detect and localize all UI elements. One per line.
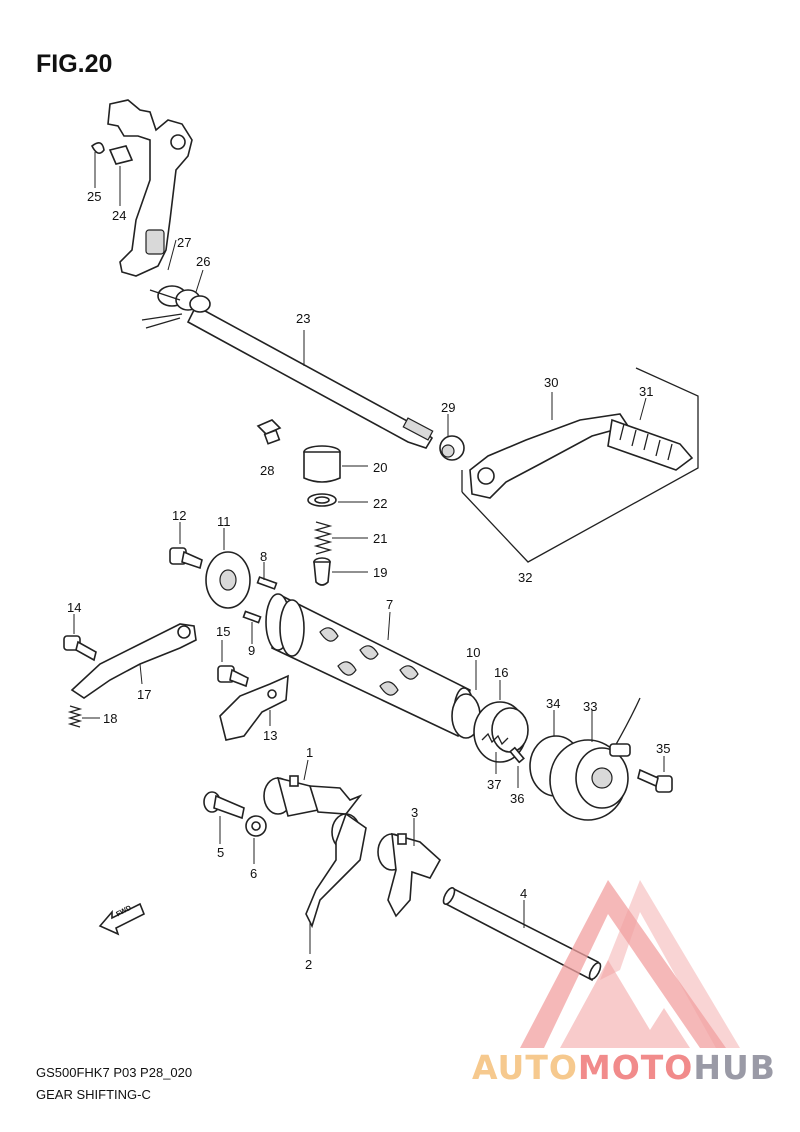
callout-17: 17	[137, 687, 152, 702]
callout-19: 19	[373, 565, 388, 580]
callout-14: 14	[67, 600, 82, 615]
callout-15: 15	[216, 624, 231, 639]
pin-36-part	[509, 746, 525, 764]
stopper-pin-part	[313, 557, 331, 586]
shift-fork-1-part	[263, 775, 363, 817]
spring-18-part	[67, 705, 83, 728]
bolt-part	[256, 419, 282, 445]
bolt-14-part	[63, 635, 97, 662]
callout-20: 20	[373, 460, 388, 475]
callout-10: 10	[466, 645, 481, 660]
watermark-part-2: MOTO	[577, 1048, 694, 1087]
callout-12: 12	[172, 508, 187, 523]
callout-5: 5	[217, 845, 225, 860]
bolt-12-part	[169, 547, 203, 570]
neutral-switch-part	[549, 697, 641, 821]
callout-7: 7	[386, 597, 394, 612]
callout-36: 36	[510, 791, 525, 806]
shift-cam-part	[265, 593, 475, 738]
callout-18: 18	[103, 711, 118, 726]
callout-26: 26	[196, 254, 211, 269]
callout-9: 9	[248, 643, 256, 658]
plate-13-part	[219, 674, 289, 741]
callout-35: 35	[656, 741, 671, 756]
callout-23: 23	[296, 311, 311, 326]
callout-16: 16	[494, 665, 509, 680]
stopper-arm-part	[70, 623, 197, 699]
callout-3: 3	[411, 805, 419, 820]
shift-arm-part	[90, 99, 193, 277]
watermark-text: AUTOMOTOHUB	[472, 1048, 776, 1087]
watermark-part-3: HUB	[693, 1048, 776, 1087]
washer-part	[307, 493, 337, 507]
callout-32: 32	[518, 570, 533, 585]
shift-shaft-part	[141, 285, 434, 449]
callout-11: 11	[217, 514, 231, 529]
stopper-plate-part	[205, 551, 251, 609]
callout-34: 34	[546, 696, 561, 711]
callout-27: 27	[177, 235, 192, 250]
watermark-part-1: AUTO	[472, 1048, 578, 1087]
callout-24: 24	[112, 208, 127, 223]
bushing-part	[439, 435, 465, 461]
callout-37: 37	[487, 777, 502, 792]
spring-part	[313, 521, 333, 555]
watermark-logo-icon	[520, 880, 740, 1048]
shift-lever-part	[469, 413, 694, 499]
callout-13: 13	[263, 728, 278, 743]
cap-bolt-part	[303, 445, 341, 483]
callout-30: 30	[544, 375, 559, 390]
forward-arrow-icon	[98, 902, 146, 936]
shift-fork-2-part	[305, 812, 367, 929]
spring-37-part	[481, 732, 509, 746]
callout-25: 25	[87, 189, 102, 204]
callout-22: 22	[373, 496, 388, 511]
callout-33: 33	[583, 699, 598, 714]
fork-shaft-part	[442, 886, 602, 982]
callout-28: 28	[260, 463, 275, 478]
washer-6-part	[245, 815, 267, 837]
callout-8: 8	[260, 549, 268, 564]
callout-1: 1	[306, 745, 314, 760]
callout-6: 6	[250, 866, 258, 881]
bolt-5-part	[203, 791, 245, 820]
figure-title: FIG.20	[36, 50, 113, 78]
callout-4: 4	[520, 886, 528, 901]
pin-8-part	[256, 576, 278, 590]
callout-21: 21	[373, 531, 388, 546]
callout-29: 29	[441, 400, 456, 415]
section-name: GEAR SHIFTING-C	[36, 1087, 151, 1102]
pedal-assembly-frame	[461, 367, 699, 563]
callout-2: 2	[305, 957, 313, 972]
pin-9-part	[242, 610, 262, 624]
shift-fork-3-part	[377, 832, 442, 918]
bolt-15-part	[217, 665, 249, 688]
bolt-35-part	[637, 768, 673, 793]
callout-31: 31	[639, 384, 654, 399]
model-code: GS500FHK7 P03 P28_020	[36, 1065, 193, 1080]
